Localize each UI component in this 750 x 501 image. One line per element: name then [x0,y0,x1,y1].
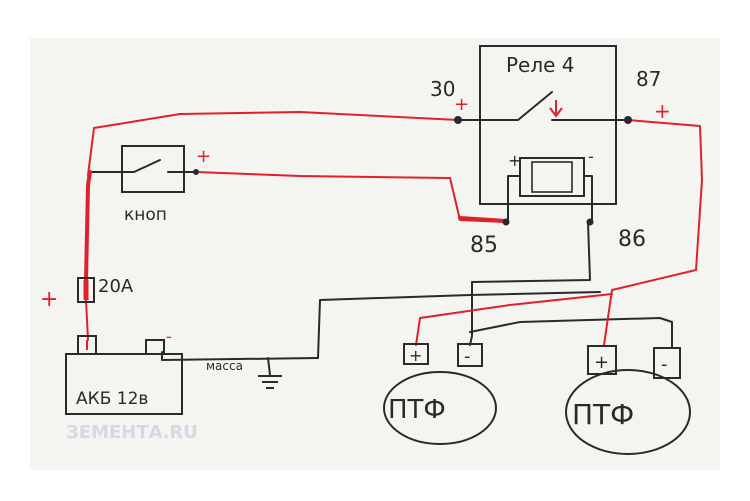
fuse: 20А + [40,276,134,312]
positive-wires [84,111,703,346]
fuse-plus-mark: + [40,287,58,312]
fog-light-2: + - ПТФ [565,345,691,455]
paper-sheet [30,38,720,470]
wire-85-thick [458,216,508,223]
coil-right-lead [584,175,593,223]
wire-86-ground [471,221,591,297]
pin-87-label: 87 [636,67,661,91]
wire-87-fog1 [415,293,613,346]
terminal-85 [502,218,510,226]
pin-85-label: 85 [470,233,498,258]
fog-light-2-minus-terminal [653,347,681,379]
button-label: кноп [124,205,167,225]
wire-ground-stub [267,357,271,376]
fog-light-2-minus: - [661,354,668,375]
pin-86-label: 86 [618,227,646,252]
ground-icon [258,375,282,389]
fog-light-2-plus-terminal [587,345,617,375]
battery-plus-terminal [77,335,97,355]
fog-light-1-plus: + [409,346,422,365]
fog-light-1-label: ПТФ [388,395,446,425]
plus-30-mark: + [454,94,469,115]
button-terminal [193,169,199,175]
fog-light-2-body [565,369,691,455]
button-plus-mark: + [196,146,211,167]
battery-minus-terminal [145,339,165,355]
relay-coil-inner [531,161,573,193]
wire-battery-fuse [85,299,89,341]
terminal-86 [586,218,594,226]
coil-minus-label: - [588,147,594,166]
watermark: ЗЕМЕНТА.RU [66,422,198,443]
fuse-label: 20А [98,276,134,297]
ground-symbol: масса [206,359,282,389]
fog-light-2-label: ПТФ [572,398,634,431]
relay-arrow-icon [549,100,563,118]
fog-light-1-minus: - [464,346,471,367]
wire-ground-bus [317,291,601,359]
wire-fuse-junction [84,170,92,282]
battery-label: АКБ 12в [76,389,148,409]
fog-light-1-body [383,371,497,445]
wire-ground-fog1 [469,295,473,346]
fuse-body [77,277,95,303]
relay-title: Реле 4 [506,53,575,77]
terminal-30 [454,116,462,124]
battery-body [65,353,183,415]
relay-body [479,45,617,205]
fog-light-1-plus-terminal [403,343,429,365]
wire-feed-30 [87,111,459,176]
fog-light-1-minus-terminal [457,343,483,367]
button-box [121,145,185,193]
relay: Реле 4 30 87 85 86 + - + + [430,45,671,258]
battery-minus-mark: - [166,327,172,346]
relay-coil [519,157,585,197]
pin-30-label: 30 [430,77,455,101]
fog-light-1: + - ПТФ [383,343,497,445]
battery: АКБ 12в - [65,327,183,415]
fog-light-2-plus: + [594,352,609,373]
button-switch: кноп + [121,145,211,225]
ground-label: масса [206,359,243,373]
button-switch-arm [89,159,161,173]
relay-switch-arm [457,91,553,121]
terminal-87 [624,116,632,124]
coil-plus-label: + [508,151,521,170]
coil-left-lead [507,175,521,223]
plus-87-mark: + [654,99,671,123]
wire-87-out [603,119,703,346]
wire-ground-fog2 [469,317,673,349]
